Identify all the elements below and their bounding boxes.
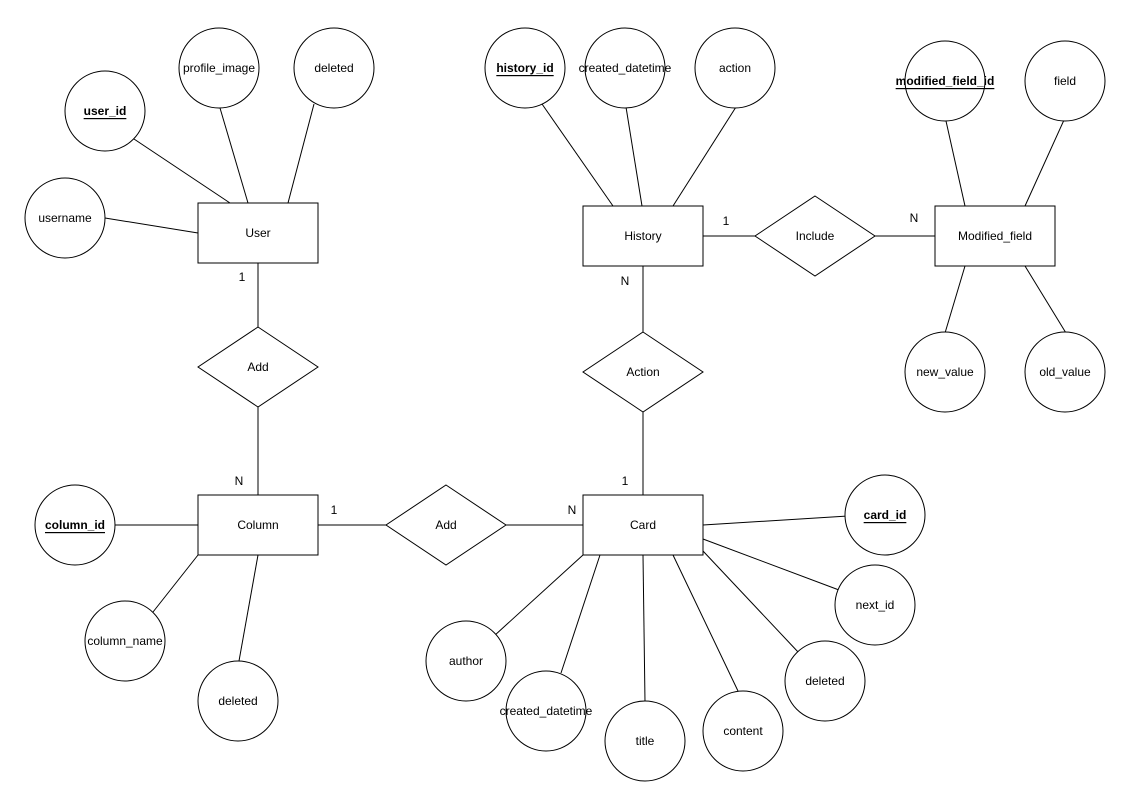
edge-modified-field-new-value (944, 265, 966, 334)
edge-card-author (493, 554, 584, 637)
attribute-card-created-datetime[interactable]: created_datetime (500, 670, 593, 752)
relationship-user-column-add[interactable]: Add (197, 326, 319, 408)
attribute-card-deleted-label: deleted (805, 674, 844, 688)
relationship-history-card-action-label: Action (626, 365, 659, 379)
entity-user-label: User (245, 226, 270, 240)
relationship-column-card-add[interactable]: Add (385, 484, 507, 566)
attribute-user-id-label: user_id (84, 104, 127, 118)
attribute-column-id[interactable]: column_id (34, 484, 116, 566)
edge-modified-field-id (945, 120, 966, 207)
edge-card-deleted (702, 550, 800, 654)
attribute-history-id[interactable]: history_id (484, 27, 566, 109)
entity-column-label: Column (237, 518, 278, 532)
attribute-card-title-label: title (636, 734, 655, 748)
attribute-column-name-label: column_name (87, 634, 163, 648)
entity-card-label: Card (630, 518, 656, 532)
connector-lines (104, 103, 1067, 703)
edge-card-next-id (702, 538, 840, 591)
relationship-history-modified-include-label: Include (796, 229, 835, 243)
attribute-column-name[interactable]: column_name (84, 600, 166, 682)
attribute-user-deleted-label: deleted (314, 61, 353, 75)
attribute-modified-field-id-label: modified_field_id (896, 74, 995, 88)
cardinality-history-include: 1 (723, 214, 730, 228)
attribute-modified-field-id[interactable]: modified_field_id (896, 40, 995, 122)
attribute-history-created-datetime-label: created_datetime (579, 61, 672, 75)
attribute-card-deleted[interactable]: deleted (784, 640, 866, 722)
edge-user-deleted (287, 103, 315, 204)
attribute-card-next-id[interactable]: next_id (834, 564, 916, 646)
entity-user[interactable]: User (197, 202, 319, 264)
relationship-column-card-add-label: Add (435, 518, 456, 532)
entity-modified-field-label: Modified_field (958, 229, 1032, 243)
attribute-modified-field-new-value-label: new_value (916, 365, 974, 379)
attribute-card-created-datetime-label: created_datetime (500, 704, 593, 718)
edge-modified-field-field (1024, 119, 1065, 207)
relationship-user-column-add-label: Add (247, 360, 268, 374)
attribute-modified-field-field-label: field (1054, 74, 1076, 88)
edge-history-action (672, 106, 737, 207)
relationship-history-modified-include[interactable]: Include (754, 195, 876, 277)
attribute-user-deleted[interactable]: deleted (293, 27, 375, 109)
edge-user-username (104, 217, 199, 234)
cardinality-card-add: N (568, 503, 577, 517)
entity-column[interactable]: Column (197, 494, 319, 556)
edge-history-created-datetime (625, 106, 643, 207)
attribute-card-id-label: card_id (864, 508, 907, 522)
edge-column-column-name (152, 554, 199, 613)
attribute-column-id-label: column_id (45, 518, 105, 532)
attribute-modified-field-new-value[interactable]: new_value (904, 331, 986, 413)
attribute-card-author-label: author (449, 654, 483, 668)
attribute-user-username[interactable]: username (24, 177, 106, 259)
attribute-modified-field-old-value-label: old_value (1039, 365, 1091, 379)
edge-column-deleted (238, 554, 259, 662)
attribute-history-id-label: history_id (496, 61, 553, 75)
edge-card-title (642, 554, 646, 703)
cardinality-user-add: 1 (239, 270, 246, 284)
entity-modified-field[interactable]: Modified_field (934, 205, 1056, 267)
cardinality-column-add-user: N (235, 474, 244, 488)
attribute-card-content[interactable]: content (702, 690, 784, 772)
attribute-column-deleted[interactable]: deleted (197, 660, 279, 742)
entity-history[interactable]: History (582, 205, 704, 267)
attribute-modified-field-field[interactable]: field (1024, 40, 1106, 122)
cardinality-modified-field-include: N (910, 211, 919, 225)
attribute-modified-field-old-value[interactable]: old_value (1024, 331, 1106, 413)
cardinality-history-action: N (621, 274, 630, 288)
attribute-column-deleted-label: deleted (218, 694, 257, 708)
entity-card[interactable]: Card (582, 494, 704, 556)
attribute-card-id[interactable]: card_id (844, 474, 926, 556)
edge-user-user-id (133, 138, 231, 204)
attribute-user-id[interactable]: user_id (64, 70, 146, 152)
entity-history-label: History (624, 229, 661, 243)
attribute-history-created-datetime[interactable]: created_datetime (579, 27, 672, 109)
edge-history-history-id (541, 103, 614, 207)
edge-card-created-datetime (560, 554, 601, 674)
attribute-history-action-label: action (719, 61, 751, 75)
attribute-history-action[interactable]: action (694, 27, 776, 109)
attribute-user-profile-image[interactable]: profile_image (178, 27, 260, 109)
edge-modified-field-old-value (1024, 265, 1067, 334)
edge-card-card-id (702, 515, 849, 526)
attribute-user-username-label: username (38, 211, 92, 225)
attribute-user-profile-image-label: profile_image (183, 61, 255, 75)
attribute-card-title[interactable]: title (604, 700, 686, 782)
relationship-history-card-action[interactable]: Action (582, 331, 704, 413)
edge-card-content (672, 554, 739, 692)
cardinality-card-action: 1 (622, 474, 629, 488)
attribute-card-content-label: content (723, 724, 763, 738)
attribute-card-author[interactable]: author (425, 620, 507, 702)
edge-user-profile-image (219, 107, 249, 204)
attribute-card-next-id-label: next_id (856, 598, 895, 612)
cardinality-column-add-card: 1 (331, 503, 338, 517)
